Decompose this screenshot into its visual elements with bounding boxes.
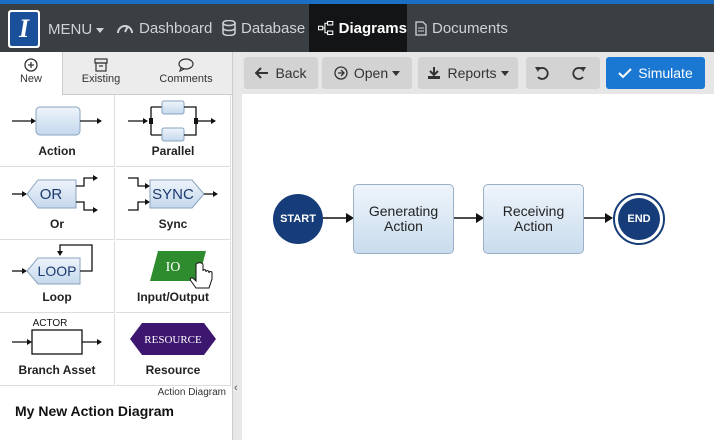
nav-diagrams[interactable]: Diagrams — [309, 4, 407, 52]
reports-label: Reports — [447, 65, 497, 81]
chevron-down-icon — [96, 27, 105, 33]
start-node-label: START — [280, 213, 316, 225]
sync-shape-icon: SYNC — [128, 177, 218, 211]
end-node-label: END — [627, 213, 651, 225]
action-shape-icon — [12, 106, 102, 136]
shape-palette-sidebar: New Existing Comments — [0, 52, 232, 440]
database-icon — [222, 20, 236, 36]
diagram-canvas[interactable]: START Generating Action Receiving Action… — [242, 94, 714, 440]
simulate-button[interactable]: Simulate — [606, 57, 705, 89]
undo-redo-group — [526, 57, 600, 89]
nav-dashboard-label: Dashboard — [139, 19, 213, 37]
logo-letter: I — [10, 12, 38, 46]
diagram-name[interactable]: My New Action Diagram — [15, 403, 174, 419]
shape-loop-label: Loop — [42, 290, 72, 304]
shape-branch-asset-label: Branch Asset — [18, 363, 96, 377]
menu-button[interactable]: MENU — [48, 21, 105, 38]
back-button[interactable]: Back — [244, 57, 318, 89]
nav-diagrams-label: Diagrams — [338, 19, 407, 37]
tab-new[interactable]: New — [0, 52, 63, 95]
open-label: Open — [353, 65, 389, 81]
plus-circle-icon — [24, 58, 38, 72]
diagram-icon — [318, 20, 334, 36]
comment-icon — [178, 58, 194, 72]
tab-new-label: New — [19, 73, 42, 85]
nav-documents[interactable]: Documents — [415, 4, 508, 52]
sidebar-tabs: New Existing Comments — [0, 52, 232, 95]
end-node[interactable]: END — [613, 193, 665, 245]
chevron-down-icon — [500, 70, 509, 76]
tab-existing[interactable]: Existing — [62, 52, 140, 94]
archive-icon — [94, 58, 108, 72]
diagram-toolbar: Back Open Reports — [242, 52, 714, 95]
loop-shape-icon: LOOP — [12, 244, 93, 285]
connector-layer — [323, 213, 613, 223]
shape-sync[interactable]: SYNC Sync — [116, 168, 231, 240]
app-logo[interactable]: I — [8, 10, 40, 48]
shape-parallel[interactable]: Parallel — [116, 95, 231, 167]
io-shape-text: IO — [166, 260, 181, 275]
shape-input-output[interactable]: IO Input/Output — [116, 241, 231, 313]
action-node-label: Generating Action — [368, 203, 439, 234]
redo-icon — [571, 67, 586, 80]
arrow-left-icon — [255, 67, 269, 79]
pointer-hand-icon — [189, 262, 213, 289]
or-shape-text: OR — [40, 186, 63, 203]
nav-database[interactable]: Database — [222, 4, 305, 52]
shape-or[interactable]: OR Or — [0, 168, 115, 240]
arrowhead — [605, 213, 613, 223]
redo-button[interactable] — [563, 66, 600, 80]
shape-resource[interactable]: RESOURCE Resource — [116, 314, 231, 386]
resource-shape-text: RESOURCE — [144, 334, 202, 346]
shape-loop[interactable]: LOOP Loop — [0, 241, 115, 313]
nav-database-label: Database — [241, 19, 306, 37]
action-node-label: Receiving Action — [502, 203, 565, 234]
shape-action-label: Action — [38, 144, 76, 158]
parallel-shape-icon — [128, 100, 216, 142]
branch-asset-shape-icon: ACTOR — [12, 318, 102, 355]
end-node-inner: END — [618, 198, 660, 240]
tab-comments[interactable]: Comments — [140, 52, 232, 94]
document-icon — [415, 20, 427, 36]
shape-parallel-label: Parallel — [151, 144, 195, 158]
menu-label: MENU — [48, 21, 93, 38]
arrowhead — [476, 213, 484, 223]
shape-resource-label: Resource — [145, 363, 201, 377]
arrowhead — [346, 213, 354, 223]
open-circle-arrow-icon — [334, 66, 348, 80]
start-node[interactable]: START — [273, 194, 323, 244]
undo-button[interactable] — [526, 66, 563, 80]
action-node-receiving[interactable]: Receiving Action — [483, 184, 584, 254]
back-label: Back — [275, 65, 307, 81]
top-navigation-bar: I MENU Dashboard Database Diagrams — [0, 0, 714, 52]
undo-icon — [534, 67, 549, 80]
chevron-left-icon: ‹ — [234, 382, 238, 394]
simulate-label: Simulate — [638, 65, 693, 81]
chevron-down-icon — [392, 70, 401, 76]
shape-branch-asset[interactable]: ACTOR Branch Asset — [0, 314, 115, 386]
or-shape-icon: OR — [12, 175, 98, 213]
nav-documents-label: Documents — [432, 19, 508, 37]
io-shape-icon: IO — [150, 251, 213, 289]
checkmark-icon — [618, 68, 632, 79]
actor-shape-text: ACTOR — [33, 318, 68, 329]
shape-or-label: Or — [49, 217, 64, 231]
open-button[interactable]: Open — [322, 57, 412, 89]
shape-action[interactable]: Action — [0, 95, 115, 167]
diagram-type-label: Action Diagram — [157, 387, 226, 398]
dashboard-icon — [117, 25, 133, 34]
tab-comments-label: Comments — [159, 73, 213, 85]
sync-shape-text: SYNC — [152, 186, 194, 203]
reports-button[interactable]: Reports — [418, 57, 518, 89]
download-icon — [428, 67, 441, 79]
tab-existing-label: Existing — [81, 73, 121, 85]
shape-input-output-label: Input/Output — [137, 290, 209, 304]
sidebar-collapse-handle[interactable]: ‹ — [232, 52, 242, 440]
nav-dashboard[interactable]: Dashboard — [116, 4, 212, 52]
loop-shape-text: LOOP — [38, 263, 77, 279]
resource-shape-icon: RESOURCE — [130, 323, 216, 355]
action-node-generating[interactable]: Generating Action — [353, 184, 454, 254]
shape-sync-label: Sync — [158, 217, 188, 231]
